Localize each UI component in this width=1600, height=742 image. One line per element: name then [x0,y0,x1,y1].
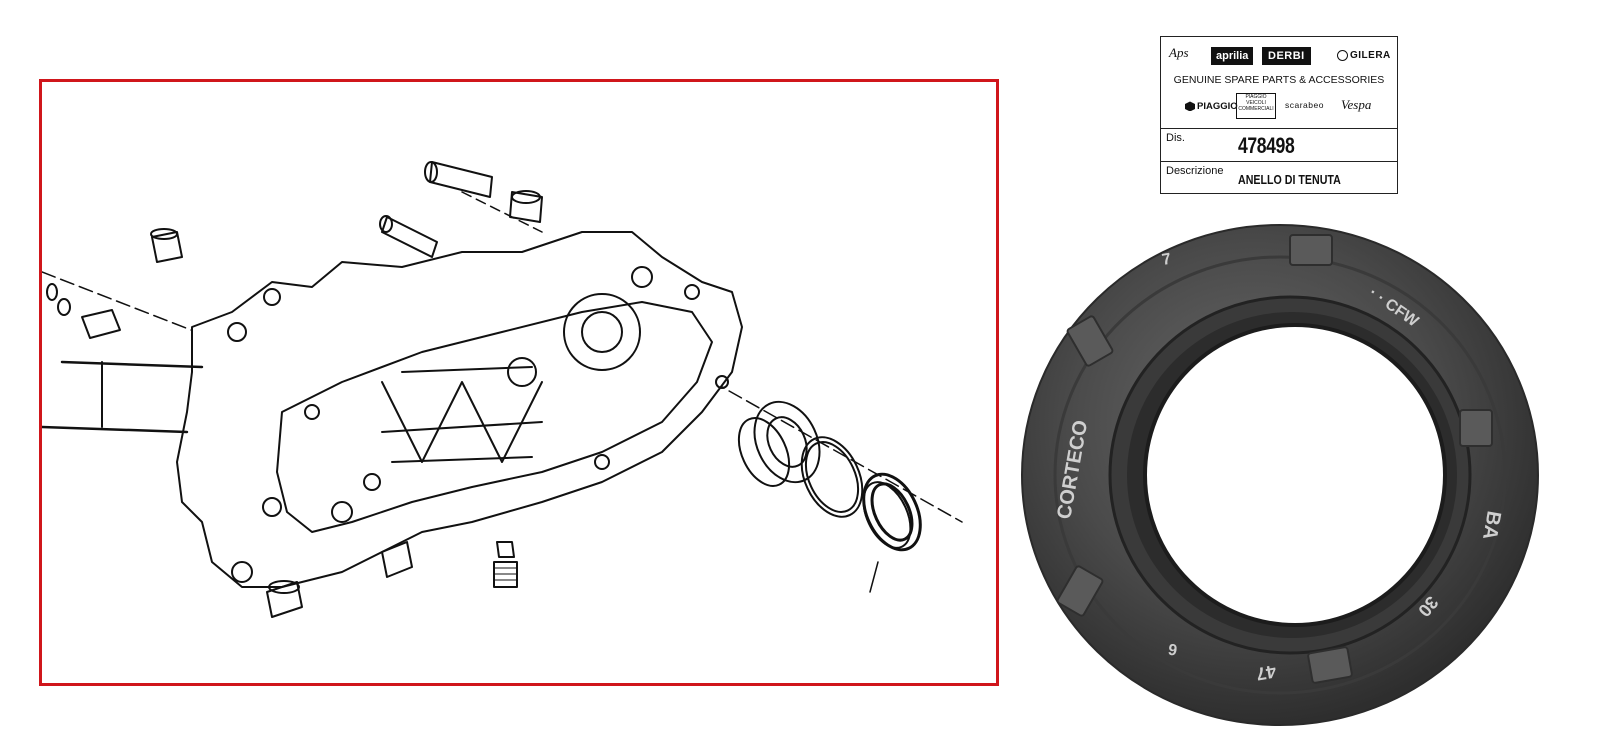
brand-gilera-logo: GILERA [1337,50,1391,61]
tag-row-description: Descrizione ANELLO DI TENUTA [1161,161,1397,195]
diagram-frame: 18 [39,79,999,686]
tag-row-dis: Dis. 478498 [1161,128,1397,161]
gilera-circle-icon [1337,50,1348,61]
brand-vespa-logo: Vespa [1341,97,1372,112]
piaggio-shield-icon [1185,101,1195,112]
oil-seal-photo: CORTECO · · CFW BA 30 47 6 7 [1021,224,1539,726]
exploded-view-drawing [42,161,963,618]
brand-aps-logo: Aps [1169,45,1189,60]
description-label: Descrizione [1166,165,1224,177]
brand-derbi-logo: DERBI [1262,47,1311,65]
seal-ribs [1056,234,1493,684]
piaggio-text: PIAGGIO [1197,101,1238,112]
dis-value: 478498 [1238,133,1295,158]
brand-piaggio-logo: PIAGGIO [1185,101,1238,112]
seal-text-ba: BA [1478,509,1505,541]
genuine-parts-text: GENUINE SPARE PARTS & ACCESSORIES [1173,74,1385,86]
dis-label: Dis. [1166,132,1185,144]
part-callout[interactable]: 18 [906,683,958,686]
spare-part-tag: Aps aprilia DERBI GILERA GENUINE SPARE P… [1160,36,1398,194]
seal-text-6: 6 [1167,639,1179,657]
gilera-text: GILERA [1350,50,1391,62]
brand-scarabeo-logo: scarabeo [1285,100,1324,110]
seal-body [1021,224,1539,726]
brand-aprilia-logo: aprilia [1211,47,1254,65]
seal-text-7: 7 [1161,251,1173,269]
seal-text-47: 47 [1255,661,1278,684]
description-value: ANELLO DI TENUTA [1238,172,1341,187]
brand-piaggio-vc-logo: PIAGGIO VEICOLI COMMERCIALI [1236,93,1276,119]
callout-badge-icon [906,683,958,686]
